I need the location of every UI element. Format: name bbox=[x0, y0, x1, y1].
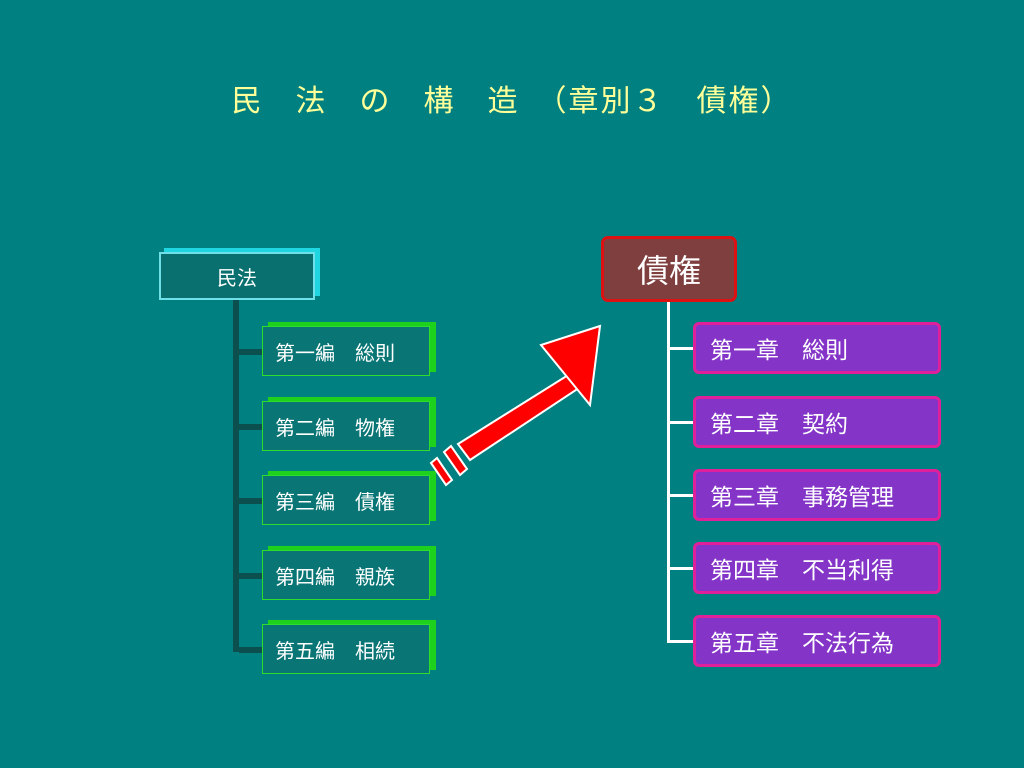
left-tree-trunk bbox=[233, 300, 239, 652]
left-branch-connector bbox=[239, 647, 263, 653]
page-title: 民 法 の 構 造 （章別３ 債権） bbox=[231, 84, 793, 119]
volume-box-3: 第三編 債権 bbox=[262, 475, 430, 525]
chapter-box-5: 第五章 不法行為 bbox=[693, 615, 941, 667]
left-branch-connector bbox=[239, 573, 263, 579]
right-branch-connector bbox=[670, 640, 694, 643]
chapter-box-2: 第二章 契約 bbox=[693, 396, 941, 448]
arrow-head bbox=[539, 324, 602, 408]
arrow-body bbox=[456, 370, 587, 462]
right-tree-trunk bbox=[667, 302, 670, 643]
obligations-root-box: 債権 bbox=[601, 236, 737, 302]
volume-box-1: 第一編 総則 bbox=[262, 326, 430, 376]
chapter-box-4: 第四章 不当利得 bbox=[693, 542, 941, 594]
chapter-box-1: 第一章 総則 bbox=[693, 322, 941, 374]
civil-code-root-box: 民法 bbox=[159, 252, 315, 300]
left-branch-connector bbox=[239, 498, 263, 504]
right-branch-connector bbox=[670, 494, 694, 497]
volume-box-4: 第四編 親族 bbox=[262, 550, 430, 600]
volume-box-2: 第二編 物権 bbox=[262, 401, 430, 451]
arrow-tail-stripe bbox=[442, 444, 469, 477]
volume-box-5: 第五編 相続 bbox=[262, 624, 430, 674]
left-branch-connector bbox=[239, 424, 263, 430]
left-branch-connector bbox=[239, 349, 263, 355]
arrow-tail-stripe bbox=[429, 456, 454, 487]
right-branch-connector bbox=[670, 567, 694, 570]
right-branch-connector bbox=[670, 347, 694, 350]
right-branch-connector bbox=[670, 421, 694, 424]
chapter-box-3: 第三章 事務管理 bbox=[693, 469, 941, 521]
